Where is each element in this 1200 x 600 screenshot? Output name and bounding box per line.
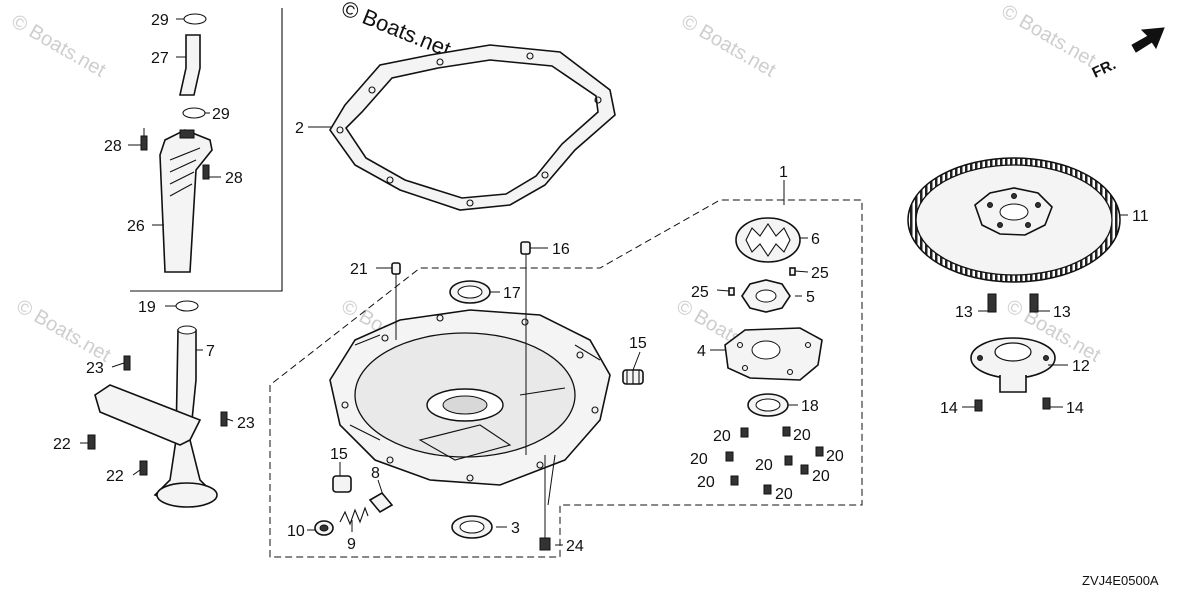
callout-20c: 20 (826, 448, 844, 465)
bolt-14 (1042, 397, 1051, 410)
callout-20h: 20 (775, 486, 793, 503)
bolt-23 (123, 355, 131, 371)
plug-10 (314, 520, 334, 536)
callout-22a: 22 (53, 436, 71, 453)
callout-20f: 20 (812, 468, 830, 485)
callout-25b: 25 (811, 265, 829, 282)
callout-26: 26 (127, 218, 145, 235)
callout-29b: 29 (212, 106, 230, 123)
bolt-13 (1029, 293, 1039, 313)
callout-23a: 23 (86, 360, 104, 377)
callout-5: 5 (806, 289, 815, 306)
dowel-pin-16 (520, 241, 531, 255)
o-ring-29 (183, 13, 207, 25)
callout-4: 4 (697, 343, 706, 360)
dowel-pin-21 (391, 262, 401, 275)
pump-body-4 (724, 327, 823, 381)
callout-10: 10 (287, 523, 305, 540)
callout-15b: 15 (330, 446, 348, 463)
callout-14b: 14 (1066, 400, 1084, 417)
bracket (94, 384, 202, 446)
pin-25 (789, 267, 796, 276)
callout-20g: 20 (697, 474, 715, 491)
hub-12 (970, 337, 1056, 393)
callout-8: 8 (371, 465, 380, 482)
oil-seal-18 (747, 393, 789, 417)
callout-3: 3 (511, 520, 520, 537)
bolt-23 (220, 411, 228, 427)
o-ring-29 (182, 107, 206, 119)
callout-11: 11 (1132, 208, 1149, 225)
flywheel-11 (907, 157, 1121, 283)
pin-25 (728, 287, 735, 296)
callout-24: 24 (566, 538, 584, 555)
watermark-brand: © Boats.net (338, 0, 454, 62)
callout-23b: 23 (237, 415, 255, 432)
gasket-2 (329, 44, 616, 211)
spring-9 (339, 506, 369, 526)
callout-27: 27 (151, 50, 169, 67)
bolt-22 (87, 434, 96, 450)
callout-25a: 25 (691, 284, 709, 301)
plug-15-lower (332, 475, 352, 493)
callout-14a: 14 (940, 400, 958, 417)
bolt-13 (987, 293, 997, 313)
watermark: © Boats.net (8, 10, 110, 82)
callout-2: 2 (295, 120, 304, 137)
watermark: © Boats.net (998, 0, 1100, 72)
bolt-28 (140, 135, 148, 151)
callout-7: 7 (206, 343, 215, 360)
callout-20e: 20 (755, 457, 773, 474)
callout-28b: 28 (225, 170, 243, 187)
oil-seal-17 (449, 280, 491, 304)
bolt-14 (974, 399, 983, 412)
callout-15a: 15 (629, 335, 647, 352)
callout-19: 19 (138, 299, 156, 316)
rotor-5 (741, 279, 791, 313)
callout-20d: 20 (690, 451, 708, 468)
callout-18: 18 (801, 398, 819, 415)
leader-lines (80, 18, 1128, 546)
front-direction-arrow: FR. (1090, 27, 1165, 82)
callout-16: 16 (552, 241, 570, 258)
watermark: © Boats.net (13, 295, 115, 367)
rotor-6 (735, 217, 801, 263)
callout-labels: 1 2 3 4 5 6 7 8 9 10 11 12 13 13 14 14 1… (53, 12, 1149, 555)
plug-15 (622, 369, 644, 385)
callout-20b: 20 (793, 427, 811, 444)
assembly-outline (269, 199, 863, 558)
transmission-case (329, 309, 611, 486)
callout-28a: 28 (104, 138, 122, 155)
callout-21: 21 (350, 261, 368, 278)
callout-29a: 29 (151, 12, 169, 29)
bolts-20 (725, 426, 824, 495)
callout-20a: 20 (713, 428, 731, 445)
valve-8 (368, 491, 394, 514)
o-ring-19 (175, 300, 199, 312)
callout-13b: 13 (1053, 304, 1071, 321)
pipe-27 (179, 34, 201, 96)
callout-12: 12 (1072, 358, 1090, 375)
callout-6: 6 (811, 231, 820, 248)
bolt-28 (202, 164, 210, 180)
bolt-24 (539, 455, 551, 551)
watermark: © Boats.net (678, 10, 780, 82)
strainer-26 (159, 129, 213, 273)
callout-13a: 13 (955, 304, 973, 321)
bolt-22 (139, 460, 148, 476)
callout-22b: 22 (106, 468, 124, 485)
callout-1: 1 (779, 164, 788, 181)
inset-frame (130, 8, 283, 292)
callout-9: 9 (347, 536, 356, 553)
callout-17: 17 (503, 285, 521, 302)
diagram-code: ZVJ4E0500A (1082, 573, 1159, 588)
oil-seal-3 (451, 515, 493, 539)
